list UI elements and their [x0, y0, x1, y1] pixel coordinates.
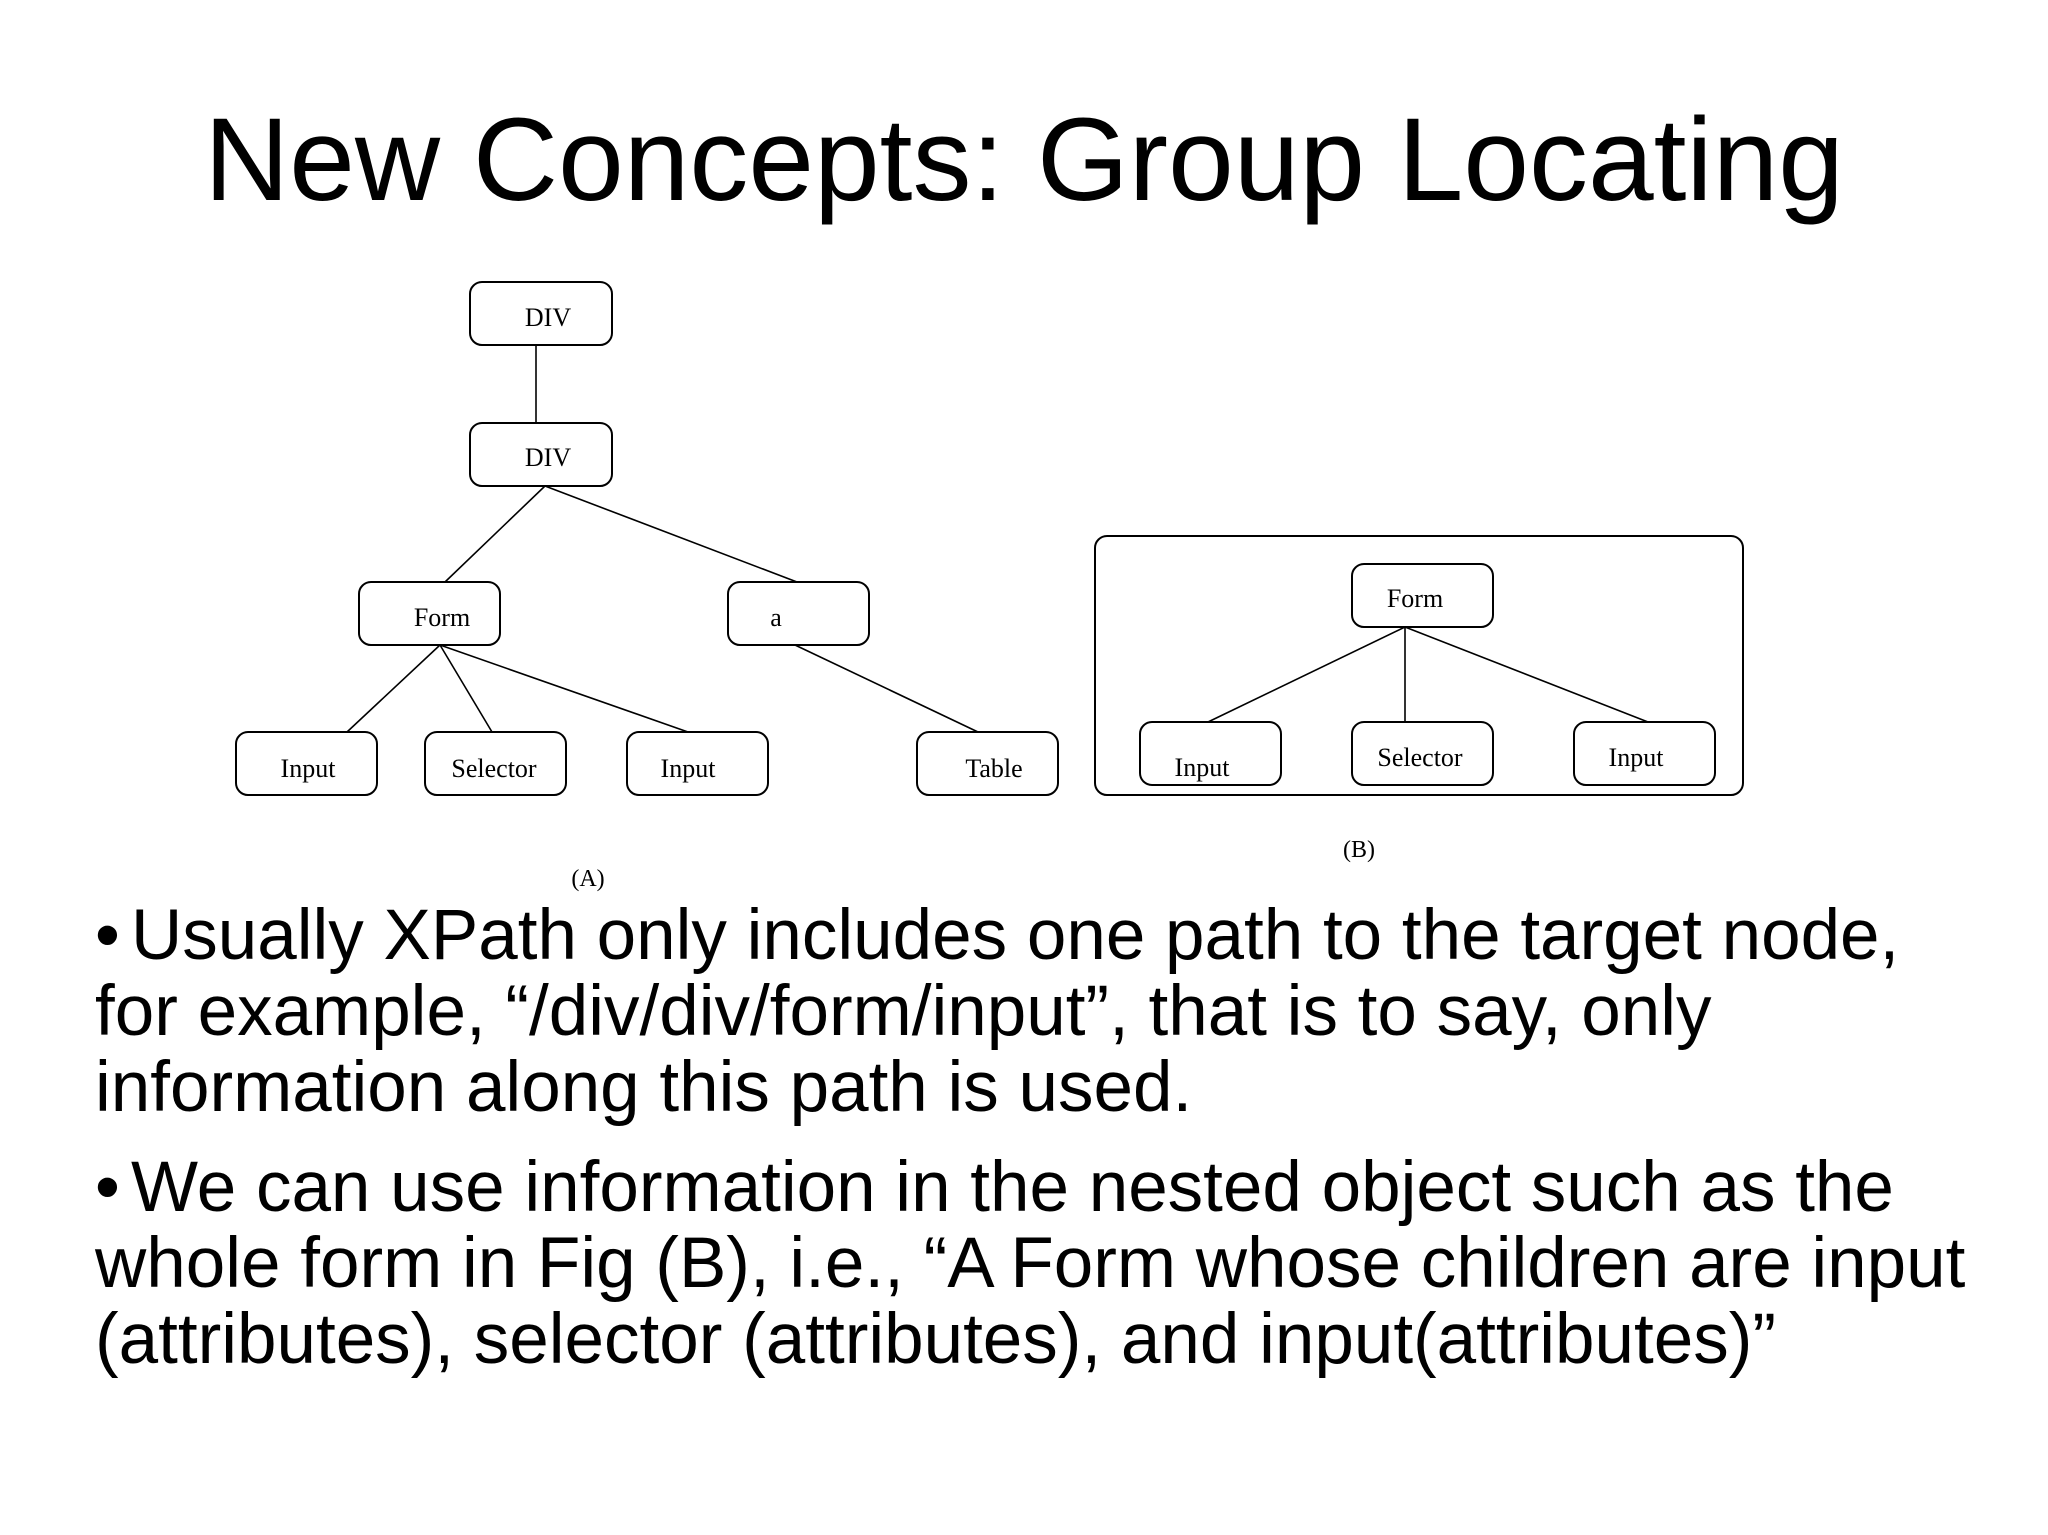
node-label: Input [281, 754, 337, 783]
figure-b-caption: (B) [1343, 837, 1375, 863]
figure-b-frame [1094, 535, 1744, 796]
figure-a-node-table: Table [916, 731, 1059, 796]
node-label: Table [965, 754, 1022, 783]
bullet-item: •We can use information in the nested ob… [95, 1150, 1975, 1378]
node-label: Selector [1377, 743, 1463, 772]
edge-div-a [544, 485, 798, 583]
node-label: DIV [525, 443, 571, 472]
figure-a-edges [346, 345, 979, 733]
node-label: DIV [525, 303, 571, 332]
node-label: Input [661, 754, 717, 783]
edge-form-input-2 [439, 644, 689, 733]
node-label: Form [414, 603, 470, 632]
figure-a-node-input-1: Input [235, 731, 378, 796]
figure-a-node-form: Form [358, 581, 501, 646]
figure-a-node-selector: Selector [424, 731, 567, 796]
figure-a-node-a: a [727, 581, 870, 646]
node-label: Input [1175, 753, 1231, 782]
figure-b-node-input-2: Input [1573, 721, 1716, 786]
figure-b-node-form: Form [1351, 563, 1494, 628]
bullet-list: •Usually XPath only includes one path to… [95, 898, 1975, 1402]
figure-a-caption: (A) [571, 866, 604, 892]
figure-a-node-div-child: DIV [469, 422, 613, 487]
figure-b-node-input-1: Input [1139, 721, 1282, 786]
tree-diagram: DIV DIV Form a Input Selector Input Tabl… [235, 281, 1744, 892]
bullet-marker: • [95, 1148, 120, 1227]
bullet-text: Usually XPath only includes one path to … [95, 896, 1900, 1127]
edge-form-input-2 [1404, 626, 1649, 723]
edge-div-form [444, 485, 546, 583]
edge-form-input-1 [1207, 626, 1406, 723]
node-label: a [770, 603, 782, 632]
edge-form-selector [439, 644, 493, 733]
bullet-text: We can use information in the nested obj… [95, 1148, 1966, 1379]
node-label: Form [1387, 584, 1443, 613]
bullet-item: •Usually XPath only includes one path to… [95, 898, 1975, 1126]
slide-title: New Concepts: Group Locating [204, 94, 1844, 226]
figure-b-edges [1207, 626, 1649, 723]
bullet-marker: • [95, 896, 120, 975]
figure-a-node-input-2: Input [626, 731, 769, 796]
figure-b-node-selector: Selector [1351, 721, 1494, 786]
figure-a-node-div-root: DIV [469, 281, 613, 346]
edge-form-input-1 [346, 644, 441, 733]
edge-a-table [794, 644, 979, 733]
node-label: Input [1609, 743, 1665, 772]
node-label: Selector [451, 754, 537, 783]
